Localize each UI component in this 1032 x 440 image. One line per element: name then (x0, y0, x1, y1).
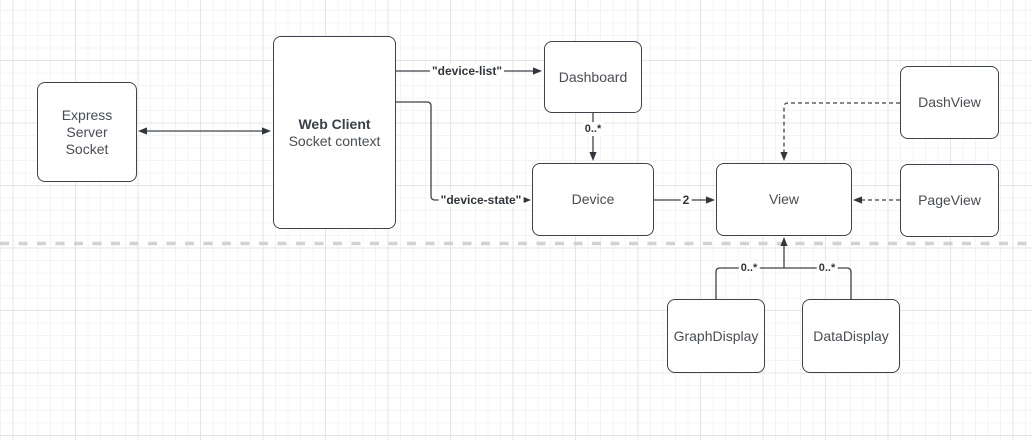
dashview-label: DashView (918, 94, 981, 110)
node-web-client[interactable]: Web Client Socket context (273, 36, 396, 229)
edge-label-view-graphdisplay-multiplicity: 0..* (738, 261, 760, 275)
device-label: Device (571, 191, 615, 207)
arrowhead-to-express (138, 127, 147, 135)
node-dashboard[interactable]: Dashboard (544, 41, 642, 113)
dashboard-label: Dashboard (558, 68, 628, 85)
datadisplay-label: DataDisplay (813, 327, 889, 344)
web-client-title: Web Client (298, 115, 371, 132)
arrowhead-to-view-left (706, 196, 715, 204)
express-line-3: Socket (65, 140, 109, 157)
express-line-2: Server (66, 123, 108, 140)
edge-label-dashboard-device-multiplicity: 0..* (582, 122, 604, 136)
arrowhead-to-dashboard (533, 67, 542, 75)
edge-label-device-list: "device-list" (429, 64, 505, 78)
node-express-label: Express Server Socket (62, 107, 113, 158)
pageview-label: PageView (918, 192, 981, 208)
web-client-subtitle: Socket context (288, 132, 381, 149)
edge-label-view-datadisplay-multiplicity: 0..* (816, 261, 838, 275)
node-express-server-socket[interactable]: Express Server Socket (37, 82, 137, 182)
node-device[interactable]: Device (532, 163, 654, 236)
edge-label-device-state: "device-state" (438, 193, 524, 207)
edge-label-device-view-count: 2 (680, 193, 692, 207)
arrowhead-to-webclient (262, 127, 271, 135)
node-datadisplay[interactable]: DataDisplay (802, 299, 900, 373)
arrowhead-to-device-top (589, 152, 597, 161)
edge-dashview-view (783, 102, 900, 152)
edge-webclient-device (396, 101, 522, 201)
node-web-client-label: Web Client Socket context (289, 116, 381, 150)
express-line-1: Express (61, 106, 113, 123)
arrowhead-to-view-top (780, 152, 788, 161)
view-label: View (768, 191, 800, 207)
arrowhead-to-view-right (853, 196, 862, 204)
node-pageview[interactable]: PageView (900, 164, 999, 237)
node-graphdisplay[interactable]: GraphDisplay (667, 299, 765, 373)
node-dashview[interactable]: DashView (900, 66, 999, 139)
node-view[interactable]: View (716, 163, 852, 236)
graphdisplay-label: GraphDisplay (673, 327, 759, 344)
arrowhead-to-view-bottom (780, 237, 788, 246)
